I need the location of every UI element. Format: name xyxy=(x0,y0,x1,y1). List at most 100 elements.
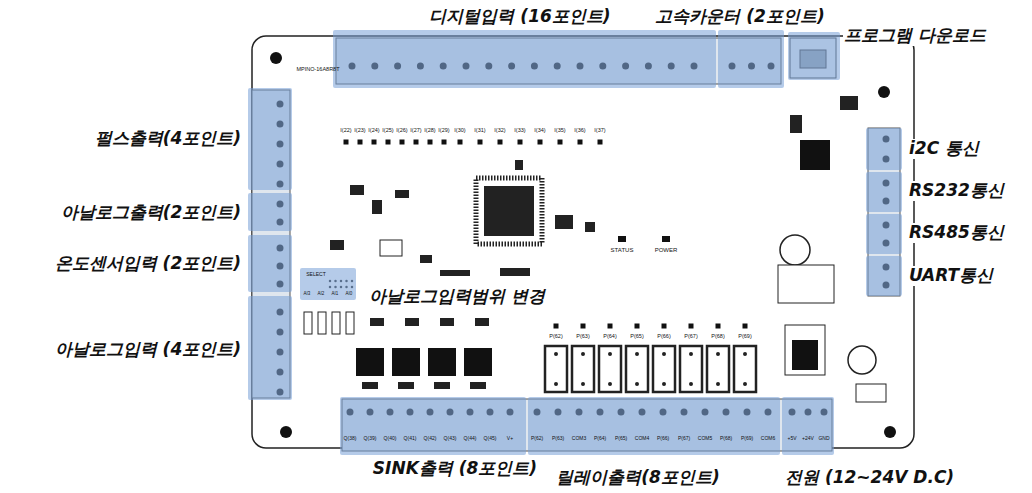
silkscreen-label: P(63) xyxy=(576,334,589,340)
silkscreen-label: STATUS xyxy=(611,247,634,253)
silkscreen-label: Q(44) xyxy=(464,436,477,441)
resistor xyxy=(304,312,312,334)
silkscreen-label: P(66) xyxy=(657,334,670,340)
silkscreen-label: I(33) xyxy=(514,128,525,134)
silkscreen-label: I(36) xyxy=(574,128,585,134)
smd-part xyxy=(420,255,432,263)
smd-part xyxy=(350,185,364,195)
callout-label: 펄스출력(4포인트) xyxy=(94,129,242,149)
callout-label: 디지털입력 (16포인트) xyxy=(428,7,611,27)
silkscreen-label: MPINO-16A8R8T xyxy=(296,67,339,73)
silkscreen-label: Q(42) xyxy=(424,436,437,441)
smd-part xyxy=(555,215,573,229)
callout-label: RS485통신 xyxy=(908,223,1005,243)
smd-part xyxy=(372,200,382,214)
callout-label: RS232통신 xyxy=(908,181,1005,201)
callout-label: 고속카운터 (2포인트) xyxy=(654,7,825,27)
silkscreen-label: AI1 xyxy=(332,292,339,297)
silkscreen-label: Q(38) xyxy=(344,436,357,441)
silkscreen-label: P(63) xyxy=(552,436,564,441)
callout-label: 전원 (12~24V D.C) xyxy=(784,468,955,488)
connector-block: 펄스출력(4포인트) xyxy=(248,88,292,190)
smd-part xyxy=(475,318,489,326)
silkscreen-label: I(34) xyxy=(534,128,545,134)
mcu-pins xyxy=(476,178,542,244)
resistor xyxy=(346,312,354,334)
smd-part xyxy=(398,382,414,389)
smd-part xyxy=(500,268,530,276)
connector-block: 디지털입력 (16포인트) xyxy=(333,30,716,88)
silkscreen-label: P(62) xyxy=(549,334,562,340)
callout-label: 온도센서입력 (2포인트) xyxy=(54,254,242,274)
connector-block: 프로그램 다운로드 xyxy=(788,32,840,80)
silkscreen-label: GND xyxy=(818,436,829,441)
smd-part xyxy=(840,96,858,110)
silkscreen-label: P(68) xyxy=(720,436,732,441)
resistor xyxy=(332,312,340,334)
led-row xyxy=(556,324,746,329)
connector-block: 아날로그출력(2포인트) xyxy=(248,193,292,231)
silkscreen-label: I(30) xyxy=(454,128,465,134)
transistor xyxy=(428,348,456,376)
silkscreen-label: V+ xyxy=(507,436,513,441)
smd-part xyxy=(440,318,454,326)
smd-part xyxy=(434,382,450,389)
power-ic xyxy=(792,340,818,370)
mounting-hole xyxy=(280,426,292,438)
led-row xyxy=(346,140,445,145)
silkscreen-label: Q(45) xyxy=(484,436,497,441)
connector-block: 온도센서입력 (2포인트) xyxy=(248,235,292,292)
power-led xyxy=(662,236,670,242)
mounting-hole xyxy=(878,86,890,98)
pcb-outline xyxy=(252,36,914,448)
connector-block: SINK출력 (8포인트) xyxy=(340,397,526,455)
silkscreen-label: I(28) xyxy=(424,128,435,134)
silkscreen-label: COM6 xyxy=(761,436,775,441)
mcu-chip xyxy=(484,186,534,236)
relay-pins xyxy=(556,382,746,386)
silkscreen-label: I(23) xyxy=(354,128,365,134)
silkscreen-label: Q(43) xyxy=(444,436,457,441)
silkscreen-label: P(67) xyxy=(678,436,690,441)
silkscreen-label: +5V xyxy=(787,436,796,441)
silkscreen-label: P(69) xyxy=(741,436,753,441)
smd-part xyxy=(790,115,802,133)
inductor xyxy=(778,265,834,303)
fuse xyxy=(856,384,886,402)
silkscreen-label: AI2 xyxy=(318,292,325,297)
regulator xyxy=(800,140,830,170)
connector-block: 고속카운터 (2포인트) xyxy=(718,30,784,88)
silkscreen-label: I(29) xyxy=(438,128,449,134)
led-row xyxy=(460,140,601,145)
silkscreen-label: POWER xyxy=(655,247,678,253)
smd-part xyxy=(362,382,378,389)
smd-part xyxy=(515,160,523,170)
smd-part xyxy=(470,382,486,389)
mounting-hole xyxy=(270,52,282,64)
silkscreen-label: I(35) xyxy=(554,128,565,134)
silkscreen-label: SELECT xyxy=(306,272,325,277)
silkscreen-label: AI0 xyxy=(346,292,353,297)
capacitor xyxy=(848,346,876,374)
silkscreen-label: P(64) xyxy=(603,334,616,340)
silkscreen-label: P(69) xyxy=(738,334,751,340)
callout-label: 릴레이출력(8포인트) xyxy=(555,468,720,488)
callout-label: 프로그램 다운로드 xyxy=(843,26,987,46)
smd-part xyxy=(370,318,384,326)
silkscreen-label: I(31) xyxy=(474,128,485,134)
silkscreen-label: I(24) xyxy=(368,128,379,134)
callout-label: 아날로그출력(2포인트) xyxy=(60,203,242,223)
connector-block: 릴레이출력(8포인트) xyxy=(528,397,780,455)
smd-part xyxy=(330,240,344,250)
transistor xyxy=(464,348,492,376)
transistor xyxy=(392,348,420,376)
silkscreen-label: COM4 xyxy=(635,436,649,441)
callout-label: SINK출력 (8포인트) xyxy=(372,459,538,479)
mounting-hole xyxy=(884,426,896,438)
smd-ic xyxy=(380,240,402,256)
silkscreen-label: AI3 xyxy=(304,292,311,297)
callout-label: 아날로그입력범위 변경 xyxy=(368,287,546,307)
silkscreen-label: I(22) xyxy=(340,128,351,134)
silkscreen-label: P(64) xyxy=(594,436,606,441)
silkscreen-label: +24V xyxy=(802,436,814,441)
